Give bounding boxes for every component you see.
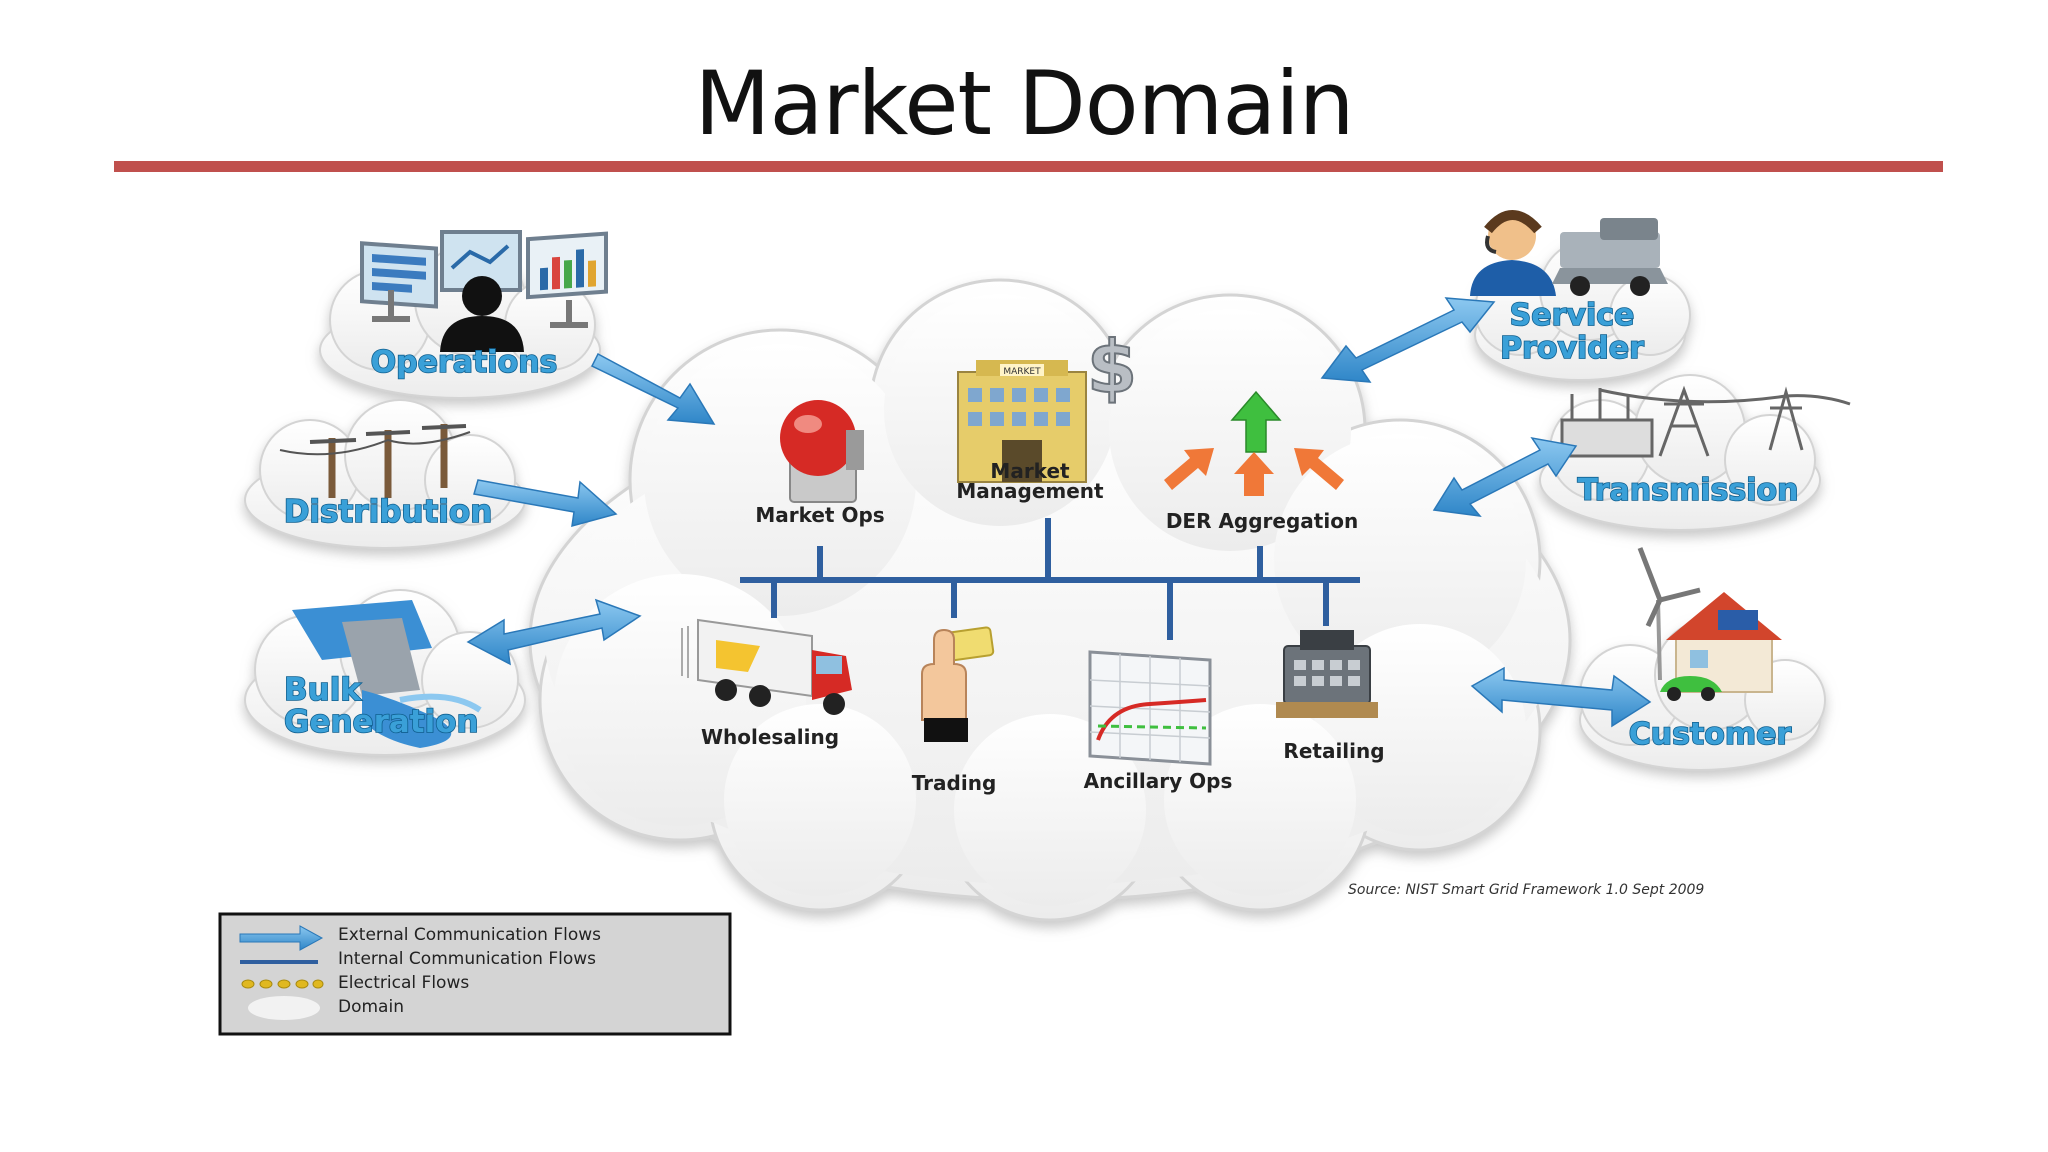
internal-communication-bus: [740, 518, 1360, 640]
market-management-label-line2: Management: [956, 479, 1104, 503]
legend-domain-label: Domain: [338, 997, 404, 1017]
external-flow-arrows: [466, 297, 1652, 728]
operations-monitors-icon: [360, 230, 608, 352]
service-provider-label-line2: Provider: [1500, 331, 1644, 366]
market-ops-label: Market Ops: [755, 503, 884, 527]
service-provider-label-line1: Service: [1510, 298, 1635, 333]
title-rule: [114, 161, 1943, 172]
legend-electrical-dots-icon: [241, 979, 324, 989]
market-cloud: [528, 278, 1572, 922]
der-aggregation-arrows-icon: [1164, 390, 1344, 496]
trading-label: Trading: [912, 771, 997, 795]
building-sign: MARKET: [1003, 367, 1041, 377]
market-ops-bell-icon: [780, 400, 864, 503]
distribution-poles-icon: [279, 424, 471, 498]
arrow-bulk-generation-market: [466, 598, 642, 666]
customer-house-icon: [1637, 547, 1782, 701]
customer-label: Customer: [1629, 717, 1792, 752]
slide-title: Market Domain: [694, 52, 1355, 155]
distribution-label: Distribution: [284, 494, 493, 530]
market-building-icon: MARKET $: [957, 324, 1138, 483]
transmission-tower-icon: [1560, 385, 1851, 458]
bulk-generation-label-line2: Generation: [284, 704, 479, 740]
operations-label: Operations: [371, 345, 558, 380]
ancillary-ops-label: Ancillary Ops: [1084, 769, 1233, 793]
arrow-customer-market: [1470, 666, 1652, 728]
dollar-sign-icon: $: [1087, 325, 1137, 409]
transmission-label: Transmission: [1578, 473, 1799, 508]
wholesaling-truck-icon: [681, 618, 852, 715]
retailing-label: Retailing: [1283, 739, 1384, 763]
dam-icon: [292, 600, 482, 748]
legend-external-arrow-icon: [239, 925, 324, 951]
arrow-operations-to-market: [590, 352, 716, 425]
legend-internal-label: Internal Communication Flows: [338, 949, 596, 969]
market-management-label-line1: Market: [990, 459, 1070, 483]
legend: External Communication Flows Internal Co…: [218, 912, 732, 1036]
service-provider-icon: [1470, 210, 1668, 296]
source-citation: Source: NIST Smart Grid Framework 1.0 Se…: [1348, 882, 1704, 898]
wholesaling-label: Wholesaling: [701, 725, 839, 749]
trading-hand-icon: [921, 626, 995, 742]
der-aggregation-label: DER Aggregation: [1166, 509, 1358, 533]
arrow-distribution-to-market: [473, 479, 618, 528]
arrow-transmission-market: [1432, 436, 1578, 517]
legend-external-label: External Communication Flows: [338, 925, 601, 945]
legend-domain-icon: [248, 996, 320, 1020]
bulk-generation-label-line1: Bulk: [284, 672, 362, 708]
legend-electrical-label: Electrical Flows: [338, 973, 469, 993]
ancillary-ops-chart-icon: [1088, 650, 1212, 766]
retailing-register-icon: [1276, 630, 1378, 718]
arrow-service-provider-market: [1320, 297, 1496, 383]
